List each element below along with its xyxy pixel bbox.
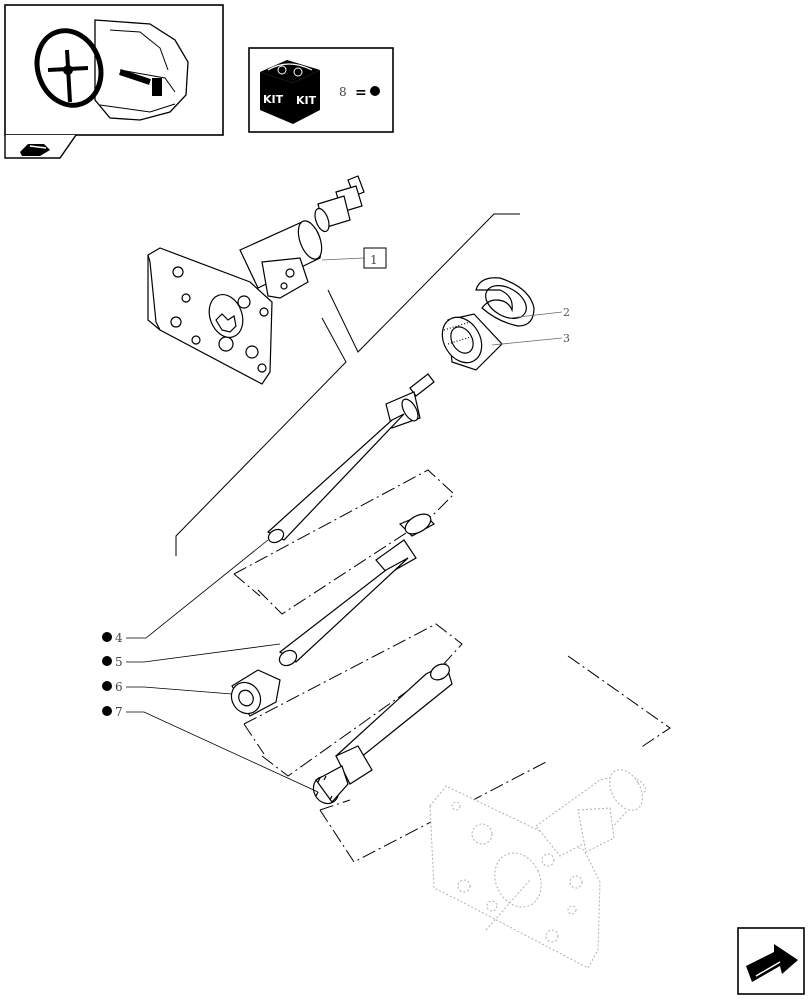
callout-5-group: 5 xyxy=(102,643,281,669)
splined-shaft-part xyxy=(312,663,453,805)
bushing-part xyxy=(230,669,281,717)
callout-4-group: 4 xyxy=(102,539,269,645)
bearing-part xyxy=(441,313,503,371)
callout-1: 1 xyxy=(370,253,378,267)
callout-5: 5 xyxy=(115,655,123,669)
callout-6-group: 6 xyxy=(102,680,233,695)
callout-7-group: 7 xyxy=(102,705,319,793)
callout-6: 6 xyxy=(115,680,123,694)
thumbnail-panel xyxy=(4,4,224,159)
steering-column-assembly xyxy=(147,175,365,385)
callout-3: 3 xyxy=(563,332,570,345)
callout-2: 2 xyxy=(563,306,570,319)
kit-label-right: KIT xyxy=(296,94,317,107)
book-arrow-icon[interactable] xyxy=(20,144,50,156)
callout-7: 7 xyxy=(115,705,123,719)
filled-circle-icon xyxy=(370,86,380,96)
upper-shaft-part xyxy=(266,373,435,544)
kit-legend: KIT KIT 8 = xyxy=(248,47,394,133)
kit-label-left: KIT xyxy=(263,93,284,106)
kit-number: 8 xyxy=(339,85,347,99)
next-page-arrow-icon[interactable] xyxy=(737,927,805,995)
snap-ring-part xyxy=(475,277,535,327)
ghost-assembly xyxy=(429,769,647,969)
callout-4: 4 xyxy=(115,631,123,645)
steering-wheel-cab-icon xyxy=(34,19,189,121)
tube-part xyxy=(278,513,435,667)
kit-box-icon: KIT KIT xyxy=(260,60,320,124)
kit-equals: = xyxy=(355,85,367,101)
